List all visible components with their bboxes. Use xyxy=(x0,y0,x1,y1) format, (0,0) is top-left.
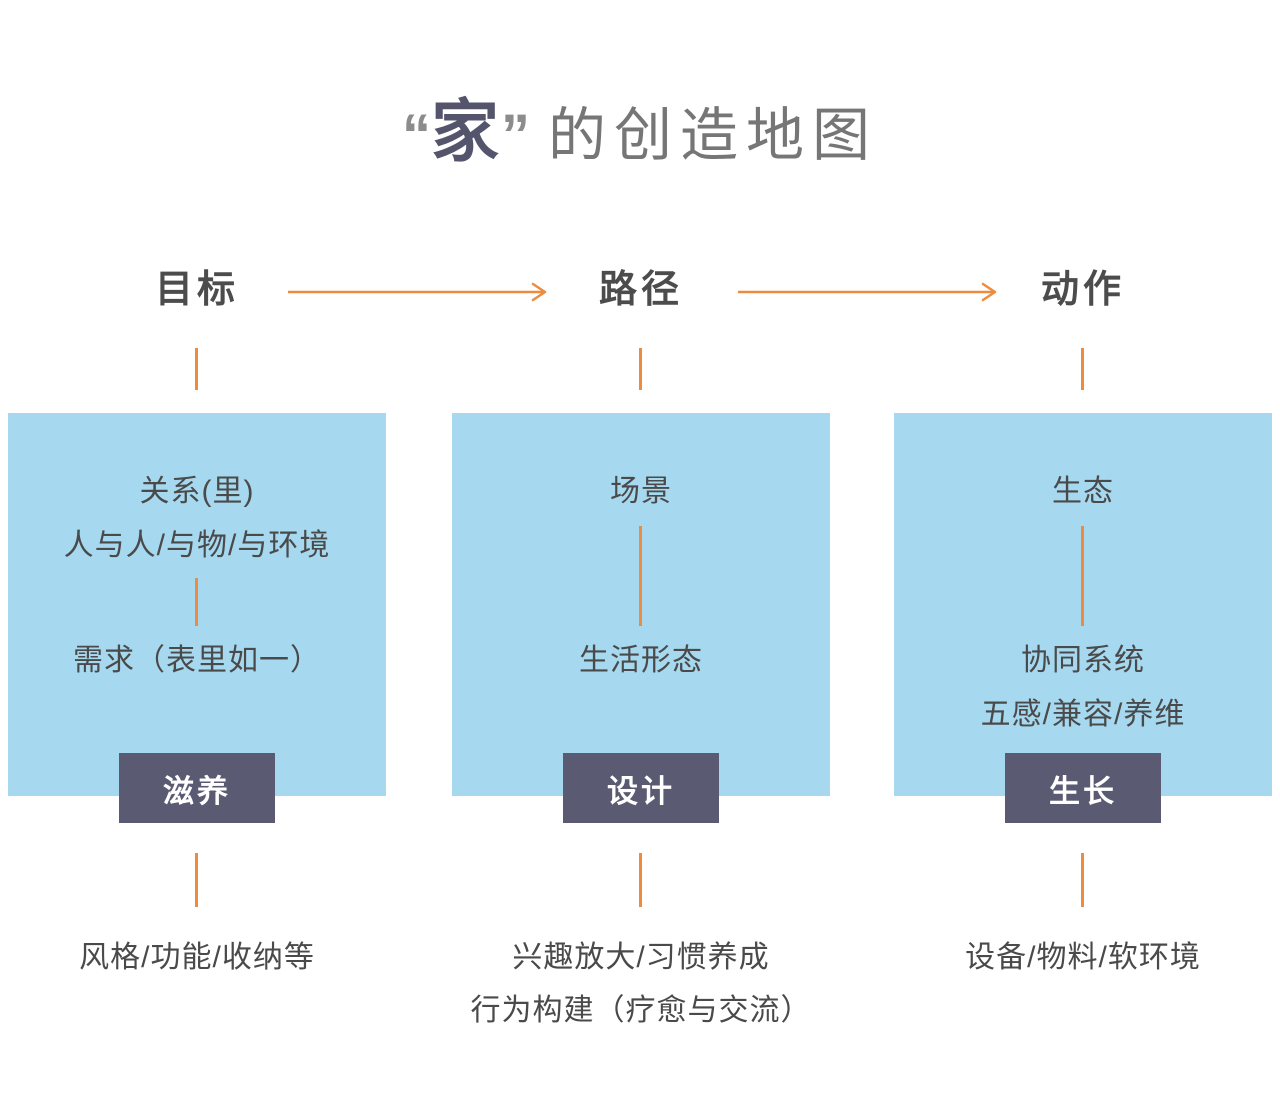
column-header-path: 路径 xyxy=(598,269,683,311)
connector-line xyxy=(195,578,198,626)
arrow-right-icon xyxy=(288,282,547,302)
box-text: 协同系统 xyxy=(1021,644,1145,677)
title-rest: 的创造地图 xyxy=(548,103,879,168)
box-text: 需求（表里如一） xyxy=(73,644,321,677)
badge-design: 设计 xyxy=(563,753,719,823)
connector-line xyxy=(1081,853,1084,907)
connector-line xyxy=(1081,348,1084,390)
connector-line xyxy=(639,853,642,907)
info-box-path: 场景 生活形态 xyxy=(452,413,830,796)
footer-text-path-1: 兴趣放大/习惯养成 xyxy=(512,941,770,974)
box-text: 生态 xyxy=(1052,475,1114,508)
footer-text-action: 设备/物料/软环境 xyxy=(965,941,1201,974)
title-emphasis: 家 xyxy=(430,94,501,170)
box-text: 人与人/与物/与环境 xyxy=(63,529,331,562)
connector-line xyxy=(639,526,642,626)
box-text: 生活形态 xyxy=(579,644,703,677)
box-text: 关系(里) xyxy=(139,475,255,508)
quote-open: “ xyxy=(401,103,431,168)
column-header-goal: 目标 xyxy=(154,269,239,311)
connector-line xyxy=(195,348,198,390)
quote-close: ” xyxy=(501,103,530,168)
info-box-action: 生态 协同系统 五感/兼容/养维 xyxy=(894,413,1272,796)
box-text: 场景 xyxy=(610,475,672,508)
page-title: “家” 的创造地图 xyxy=(0,76,1280,175)
footer-text-goal: 风格/功能/收纳等 xyxy=(79,941,315,974)
arrow-right-icon xyxy=(738,282,997,302)
connector-line xyxy=(195,853,198,907)
box-text: 五感/兼容/养维 xyxy=(980,698,1186,731)
badge-nourish: 滋养 xyxy=(119,753,275,823)
connector-line xyxy=(1081,526,1084,626)
badge-grow: 生长 xyxy=(1005,753,1161,823)
connector-line xyxy=(639,348,642,390)
column-header-action: 动作 xyxy=(1040,269,1125,311)
footer-text-path-2: 行为构建（疗愈与交流） xyxy=(470,994,812,1027)
info-box-goal: 关系(里) 人与人/与物/与环境 需求（表里如一） xyxy=(8,413,386,796)
